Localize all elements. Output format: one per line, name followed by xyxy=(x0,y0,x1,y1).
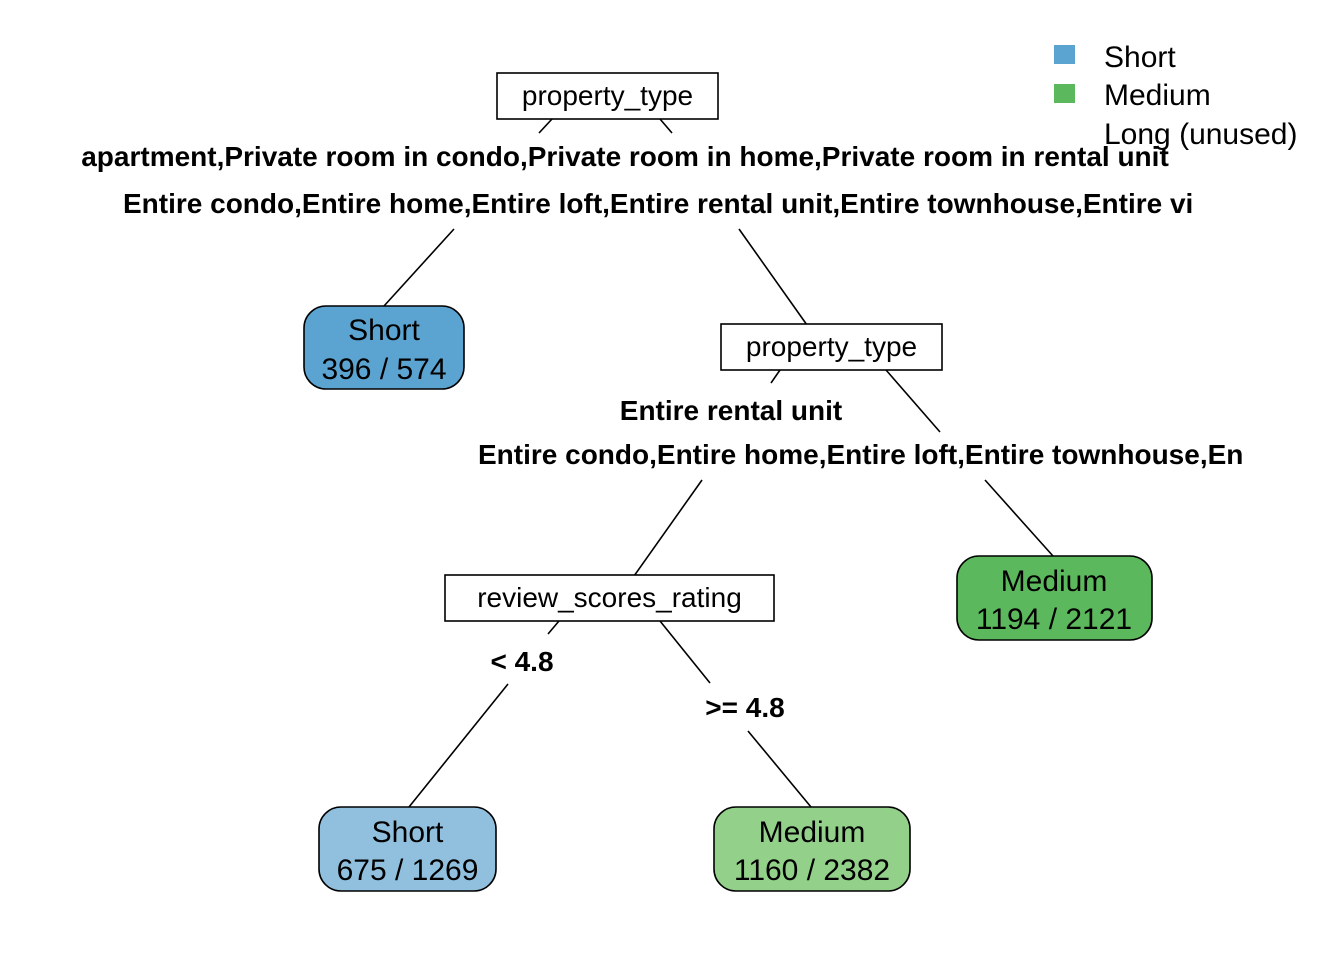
legend-label-1: Medium xyxy=(1104,79,1211,112)
edge-node3-to-leaf2 xyxy=(408,683,509,808)
edge-node2-to-node3 xyxy=(633,479,703,577)
edge-node2-left-upper xyxy=(770,369,781,384)
edge-label-root-right: Entire condo,Entire home,Entire loft,Ent… xyxy=(123,188,1193,219)
legend-swatch-1 xyxy=(1054,84,1075,103)
edge-root-to-leaf1 xyxy=(383,228,455,307)
leaf-node-2-class: Short xyxy=(372,816,444,849)
edge-label-root-left: apartment,Private room in condo,Private … xyxy=(81,141,1169,172)
edge-node3-to-leaf3 xyxy=(747,730,812,808)
split-node-root: property_type xyxy=(496,72,719,120)
legend-label-0: Short xyxy=(1104,41,1176,74)
edge-node2-right xyxy=(885,369,941,433)
split-node-root-label: property_type xyxy=(522,80,693,111)
edge-node3-left-upper xyxy=(547,620,560,635)
edge-node3-right-upper xyxy=(659,620,711,684)
edge-root-left-upper xyxy=(538,118,553,134)
leaf-node-1-class: Short xyxy=(348,314,420,347)
legend-label-2: Long (unused) xyxy=(1104,118,1297,151)
edge-label-node2-left: Entire rental unit xyxy=(620,395,842,426)
leaf-node-1: Short 396 / 574 xyxy=(303,305,465,390)
leaf-node-2: Short 675 / 1269 xyxy=(318,806,497,892)
edge-root-right-upper xyxy=(659,118,673,134)
split-node-2-label: property_type xyxy=(746,331,917,362)
legend: Short Medium Long (unused) xyxy=(1054,41,1297,151)
leaf-node-3: Medium 1160 / 2382 xyxy=(713,806,911,892)
edge-label-node3-left: < 4.8 xyxy=(490,646,553,677)
leaf-node-1-count: 396 / 574 xyxy=(321,353,446,386)
leaf-node-2-count: 675 / 1269 xyxy=(337,854,479,887)
split-node-3-label: review_scores_rating xyxy=(477,582,742,613)
edge-label-node3-right: >= 4.8 xyxy=(705,692,784,723)
leaf-node-4-box xyxy=(956,555,1153,641)
edge-root-to-node2 xyxy=(738,228,808,326)
split-node-3: review_scores_rating xyxy=(444,574,775,622)
leaf-node-4-class: Medium xyxy=(1001,565,1108,598)
tree-edges xyxy=(383,118,1054,808)
leaf-node-3-box xyxy=(713,806,911,892)
leaf-node-3-class: Medium xyxy=(759,816,866,849)
leaf-node-4: Medium 1194 / 2121 xyxy=(956,555,1153,641)
leaf-node-2-box xyxy=(318,806,497,892)
leaf-node-4-count: 1194 / 2121 xyxy=(976,603,1132,636)
split-node-2: property_type xyxy=(720,323,943,371)
leaf-node-1-box xyxy=(303,305,465,390)
legend-swatch-0 xyxy=(1054,45,1075,64)
edge-node2-to-leaf4 xyxy=(984,479,1054,557)
leaf-node-3-count: 1160 / 2382 xyxy=(734,854,890,887)
edge-label-node2-right: Entire condo,Entire home,Entire loft,Ent… xyxy=(478,439,1243,470)
